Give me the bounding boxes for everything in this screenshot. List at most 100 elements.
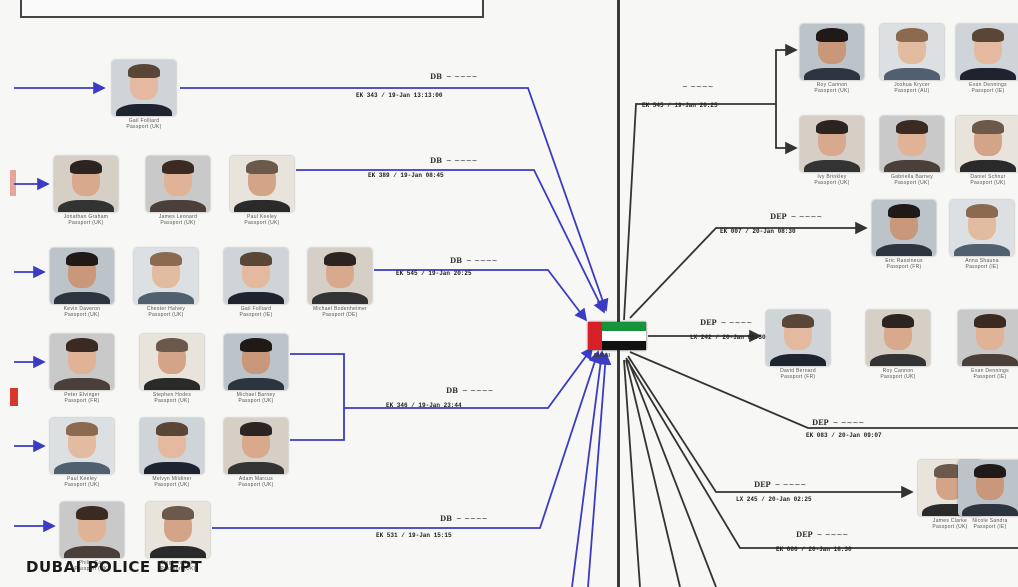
- flight-script: ~ ~~~~: [816, 531, 849, 539]
- person-passport: Passport (UK): [160, 220, 196, 226]
- person-passport: Passport (IE): [973, 374, 1007, 380]
- person-name: Jonathan Graham: [63, 214, 109, 220]
- person-photo[interactable]: [50, 418, 114, 474]
- flight-label: EK 083 / 20-Jan 09:07: [806, 432, 882, 439]
- person-passport: Passport (AU): [894, 88, 930, 94]
- person-photo[interactable]: [224, 248, 288, 304]
- flight-code: DB: [446, 386, 458, 395]
- edge-line: [374, 269, 588, 322]
- person-name: Daniel Schnur: [970, 174, 1006, 180]
- person-photo[interactable]: [880, 24, 944, 80]
- flight-script: ~ ~~~~: [720, 319, 753, 327]
- flight-label: LX 245 / 20-Jan 02:25: [736, 496, 812, 503]
- person-photo[interactable]: [958, 460, 1018, 516]
- edge-line: [290, 408, 345, 441]
- edge-line: [296, 169, 605, 314]
- person-photo[interactable]: [134, 248, 198, 304]
- person-photo[interactable]: [766, 310, 830, 366]
- flight-code: DB: [430, 72, 442, 81]
- flight-code: DEP: [796, 530, 813, 539]
- person-name: Evan Dennings: [971, 368, 1009, 374]
- edge-line: [625, 357, 1018, 549]
- flight-script: ~ ~~~~: [466, 257, 498, 265]
- person-photo[interactable]: [872, 200, 936, 256]
- person-photo[interactable]: [800, 116, 864, 172]
- person-passport: Passport (UK): [148, 312, 184, 318]
- person-name: Joshua Krycer: [894, 82, 930, 88]
- person-photo[interactable]: [140, 418, 204, 474]
- person-photo[interactable]: [950, 200, 1014, 256]
- person-photo[interactable]: [956, 116, 1018, 172]
- person-passport: Passport (UK): [814, 88, 850, 94]
- person-photo[interactable]: [140, 334, 204, 390]
- person-photo[interactable]: [60, 502, 124, 558]
- person-passport: Passport (UK): [244, 220, 280, 226]
- person-photo[interactable]: [880, 116, 944, 172]
- person-name: Stephen Keith: [160, 560, 196, 566]
- divider-line: [617, 0, 620, 587]
- person-photo[interactable]: [54, 156, 118, 212]
- flight-code: DEP: [754, 480, 771, 489]
- flight-label: EK 007 / 20-Jan 08:30: [720, 228, 796, 235]
- person-photo[interactable]: [146, 502, 210, 558]
- edge-line: [627, 355, 914, 499]
- person-name: Paul Keeley: [247, 214, 277, 220]
- flight-script-note: DEP~ ~~~~: [754, 480, 806, 489]
- flight-script: ~ ~~~~: [462, 387, 494, 395]
- flight-script-note: DEP~ ~~~~: [700, 318, 752, 327]
- edge-line: [629, 351, 1018, 429]
- edge-line: [629, 221, 868, 319]
- person-passport: Passport (IE): [965, 264, 999, 270]
- person-name: Stephen Hodes: [152, 392, 192, 398]
- flight-code: DEP: [700, 318, 717, 327]
- person-passport: Passport (UK): [880, 374, 916, 380]
- person-name: Philip Carr: [78, 560, 106, 566]
- person-photo[interactable]: [866, 310, 930, 366]
- person-passport: Passport (FR): [64, 398, 100, 404]
- flight-code: DEP: [770, 212, 787, 221]
- flight-script-note: DEP~ ~~~~: [770, 212, 822, 221]
- person-photo[interactable]: [112, 60, 176, 116]
- person-photo[interactable]: [146, 156, 210, 212]
- person-name: Roy Cannon: [816, 82, 848, 88]
- person-name: Nicole Sandra: [972, 518, 1008, 524]
- flight-script-note: DB ~ ~~~~: [446, 386, 494, 395]
- flight-script-note: DB~ ~~~~: [450, 256, 498, 265]
- person-passport: Passport (IE): [971, 88, 1005, 94]
- person-photo[interactable]: [800, 24, 864, 80]
- dubai-police-watermark: DUBAI POLICE DEPT: [26, 558, 203, 576]
- person-name: Melvyn Mildiner: [152, 476, 192, 482]
- edge-line: [775, 104, 798, 155]
- uae-flag-icon[interactable]: [588, 322, 646, 350]
- person-name: Evan Dennings: [969, 82, 1007, 88]
- person-photo[interactable]: [308, 248, 372, 304]
- person-photo[interactable]: [958, 310, 1018, 366]
- person-photo[interactable]: [956, 24, 1018, 80]
- person-name: Roy Cannon: [882, 368, 914, 374]
- person-name: James Clarke: [932, 518, 968, 524]
- flight-label: EK 389 / 19-Jan 08:45: [368, 172, 444, 179]
- flight-script-note: DEP~ ~~~~: [812, 418, 864, 427]
- person-photo[interactable]: [224, 334, 288, 390]
- person-photo[interactable]: [50, 248, 114, 304]
- person-photo[interactable]: [230, 156, 294, 212]
- edge-line: [212, 350, 601, 529]
- person-photo[interactable]: [50, 334, 114, 390]
- person-photo[interactable]: [224, 418, 288, 474]
